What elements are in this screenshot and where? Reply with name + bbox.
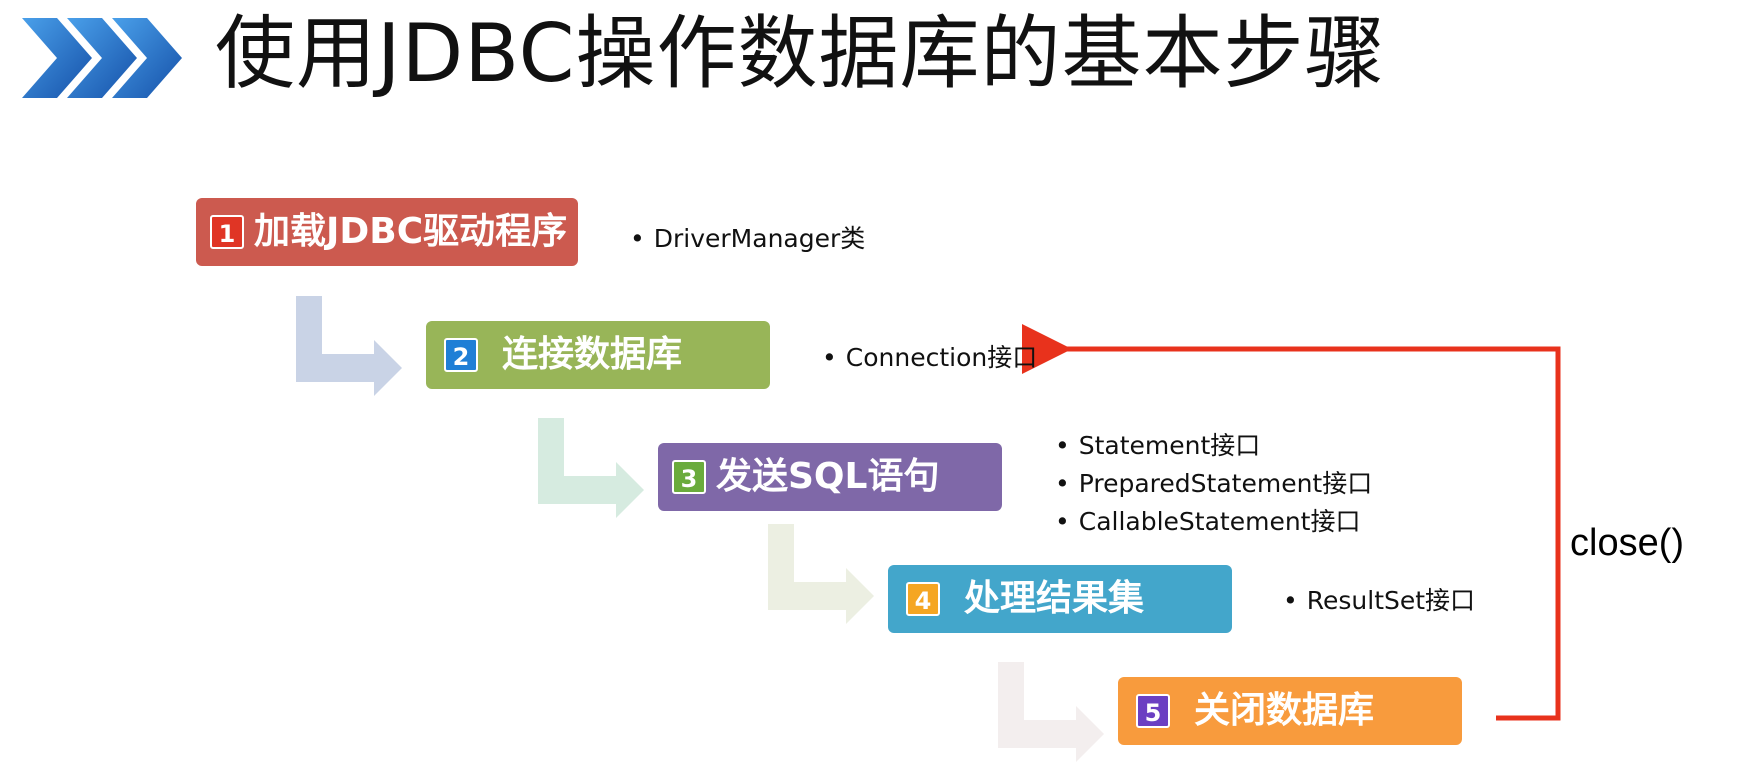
step-label: 连接数据库 [502, 334, 683, 375]
bullet-item: ResultSet接口 [1283, 582, 1475, 620]
connector-elbow-2 [538, 418, 644, 518]
step-number-badge: 4 [906, 582, 940, 616]
bullet-item: Statement接口 [1055, 427, 1372, 465]
step-process-resultset: 4 处理结果集 [888, 565, 1232, 633]
bullet-item: PreparedStatement接口 [1055, 465, 1372, 503]
step-send-sql: 3 发送SQL语句 [658, 443, 1002, 511]
bullet-item: Connection接口 [822, 339, 1037, 377]
step-label: 加载JDBC驱动程序 [254, 211, 568, 252]
bullets-driver: DriverManager类 [630, 220, 866, 258]
step-label: 处理结果集 [964, 578, 1145, 619]
step-label: 关闭数据库 [1194, 690, 1375, 731]
close-label: close() [1570, 522, 1685, 564]
step-number-badge: 3 [672, 460, 706, 494]
connector-elbow-3 [768, 524, 874, 624]
bullets-resultset: ResultSet接口 [1283, 582, 1475, 620]
bullets-connection: Connection接口 [822, 339, 1037, 377]
connector-elbow-1 [296, 296, 402, 396]
bullet-item: CallableStatement接口 [1055, 503, 1372, 541]
step-connect-database: 2 连接数据库 [426, 321, 770, 389]
step-label: 发送SQL语句 [716, 456, 940, 497]
step-number-badge: 1 [210, 215, 244, 249]
step-number-badge: 2 [444, 338, 478, 372]
bullet-item: DriverManager类 [630, 220, 866, 258]
step-load-driver: 1 加载JDBC驱动程序 [196, 198, 578, 266]
bullets-statement: Statement接口 PreparedStatement接口 Callable… [1055, 427, 1372, 541]
page-title: 使用JDBC操作数据库的基本步骤 [215, 7, 1386, 100]
connector-elbow-4 [998, 662, 1104, 762]
step-close-database: 5 关闭数据库 [1118, 677, 1462, 745]
title-chevron-icon [22, 18, 182, 98]
step-number-badge: 5 [1136, 694, 1170, 728]
